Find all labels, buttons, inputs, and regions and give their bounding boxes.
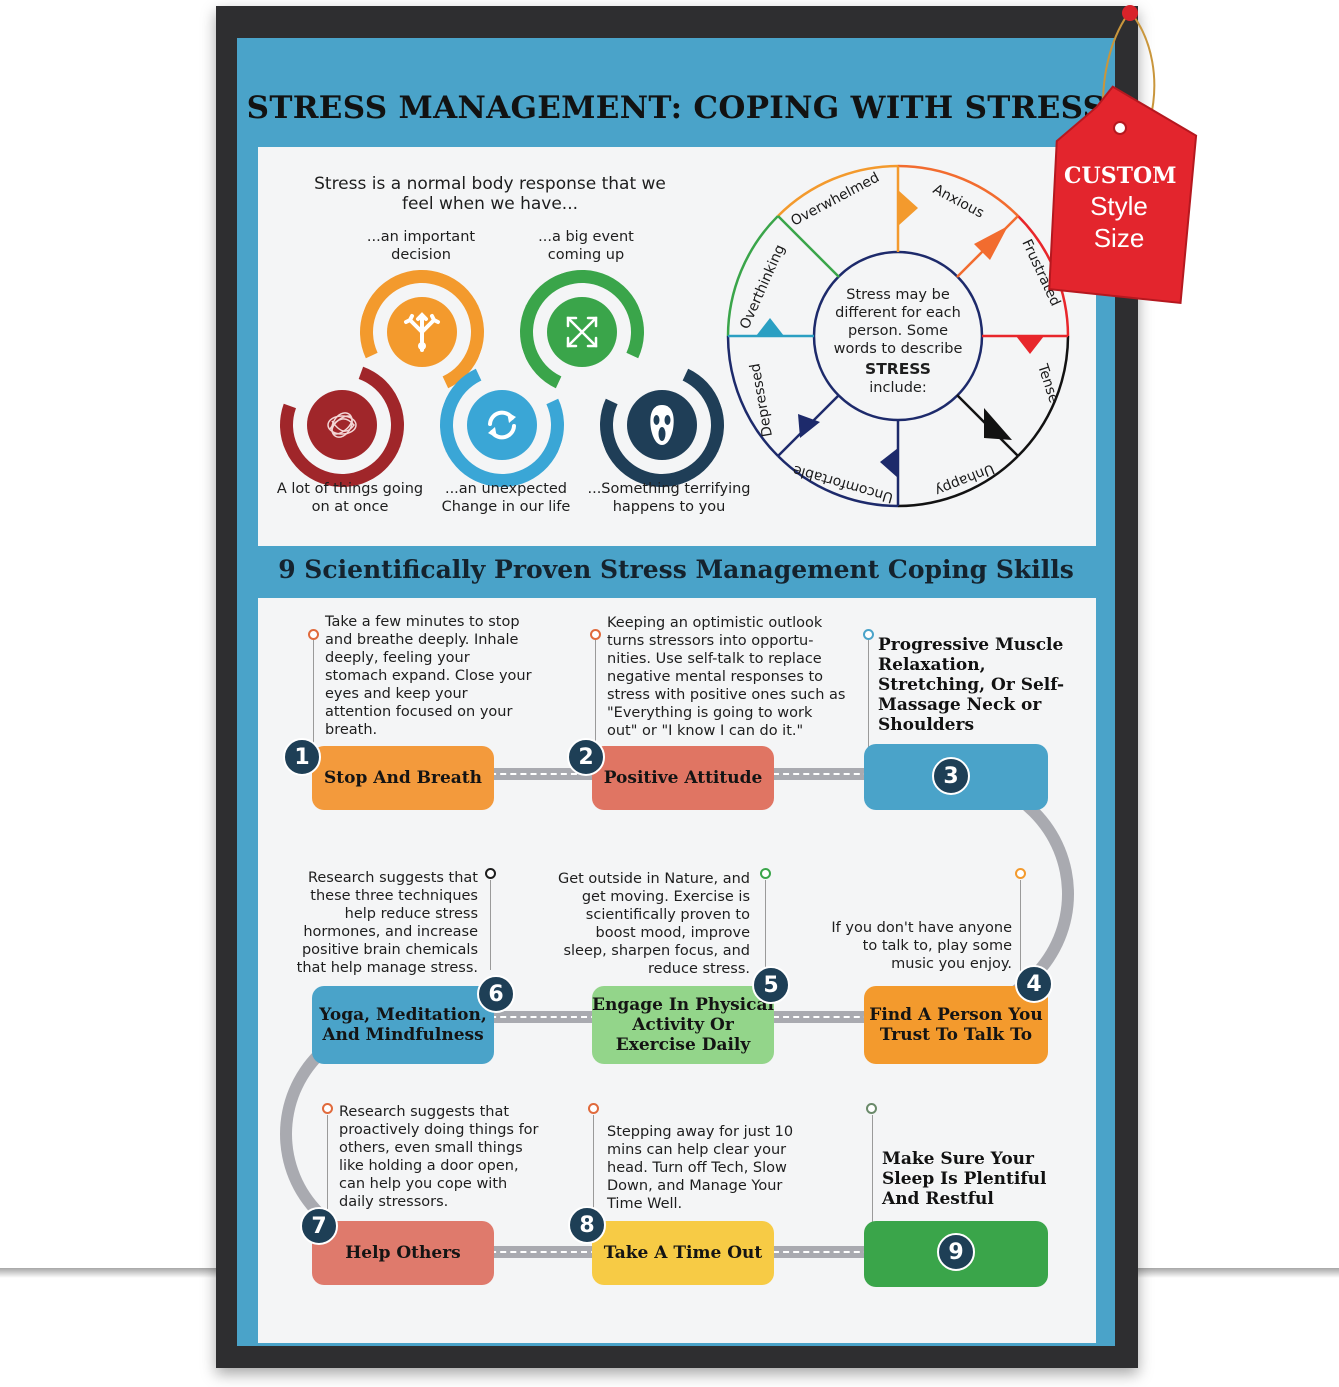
- skill-8-number: 8: [568, 1206, 606, 1244]
- wheel-word-depressed: Depressed: [747, 362, 776, 438]
- poster-title: STRESS MANAGEMENT: COPING WITH STRESS: [246, 90, 1106, 126]
- skill-6-box: Yoga, Meditation, And Mindfulness: [312, 986, 494, 1064]
- intro-text: Stress is a normal body response that we…: [314, 174, 666, 214]
- pin-8: [588, 1103, 599, 1114]
- cause-label-terrifying: ...Something terrifying happens to you: [587, 481, 751, 515]
- pin-9: [866, 1103, 877, 1114]
- pin-6: [485, 868, 496, 879]
- arrows-split-icon: [387, 297, 457, 367]
- pin-1: [308, 629, 319, 640]
- expand-arrows-icon: [547, 297, 617, 367]
- refresh-icon: [467, 390, 537, 460]
- custom-size-tag: [1048, 5, 1198, 305]
- tag-line-size: Size: [1093, 223, 1145, 253]
- wheel-word-overthinking: Overthinking: [737, 242, 788, 331]
- pin-5: [760, 868, 771, 879]
- skill-2-number: 2: [567, 738, 605, 776]
- cause-label-things: A lot of things going on at once: [276, 481, 424, 515]
- skill-5-number: 5: [752, 966, 790, 1004]
- skill-6-number: 6: [477, 975, 515, 1013]
- wheel-center-tail: include:: [869, 380, 927, 396]
- skill-4-description: If you don't have anyone to talk to, pla…: [831, 920, 1012, 972]
- tag-line-custom: CUSTOM: [1064, 163, 1177, 189]
- stress-words-wheel: Overwhelmed Anxious Frustrated Tense Unh…: [726, 164, 1070, 508]
- pin-4: [1015, 868, 1026, 879]
- skill-2-box: Positive Attitude: [592, 746, 774, 810]
- cause-label-change: ...an unexpected Change in our life: [441, 481, 571, 515]
- tangle-icon: [307, 390, 377, 460]
- skill-8-box: Take A Time Out: [592, 1221, 774, 1285]
- tag-line-style: Style: [1090, 191, 1148, 221]
- skill-8-description: Stepping away for just 10 mins can help …: [607, 1124, 794, 1212]
- wheel-word-uncomfortable: Uncomfortable: [791, 462, 895, 506]
- skill-9-description: Make Sure Your Sleep Is Plentiful And Re…: [882, 1149, 1047, 1209]
- wheel-center-bold: STRESS: [865, 360, 931, 378]
- skill-2-description: Keeping an optimistic outlook turns stre…: [607, 615, 846, 739]
- skill-7-box: Help Others: [312, 1221, 494, 1285]
- skill-7-number: 7: [300, 1207, 338, 1245]
- skill-9-number: 9: [937, 1233, 975, 1271]
- skills-subtitle: 9 Scientifically Proven Stress Managemen…: [278, 555, 1074, 584]
- skill-7-description: Research suggests that proactively doing…: [339, 1104, 539, 1210]
- cause-label-event: ...a big event coming up: [538, 229, 634, 263]
- pin-7: [322, 1103, 333, 1114]
- pin-3: [863, 629, 874, 640]
- wheel-center-text: Stress may be different for each person.…: [833, 287, 963, 357]
- custom-tag-text: CUSTOM Style Size: [1064, 162, 1177, 254]
- ghost-mask-icon: [627, 390, 697, 460]
- skill-5-box: Engage In Physical Activity Or Exercise …: [592, 986, 774, 1064]
- skill-1-box: Stop And Breath: [312, 746, 494, 810]
- cause-label-decision: ...an important decision: [366, 229, 476, 263]
- skill-1-number: 1: [283, 738, 321, 776]
- skill-4-box: Find A Person You Trust To Talk To: [864, 986, 1048, 1064]
- skill-4-number: 4: [1015, 965, 1053, 1003]
- skill-3-number: 3: [932, 757, 970, 795]
- skill-6-description: Research suggests that these three techn…: [296, 870, 478, 976]
- skill-3-description: Progressive Muscle Relaxation, Stretchin…: [878, 635, 1065, 735]
- wheel-word-tense: Tense: [1034, 361, 1062, 405]
- skill-5-description: Get outside in Nature, and get moving. E…: [557, 871, 750, 977]
- pin-2: [590, 629, 601, 640]
- skill-1-description: Take a few minutes to stop and breathe d…: [325, 614, 532, 738]
